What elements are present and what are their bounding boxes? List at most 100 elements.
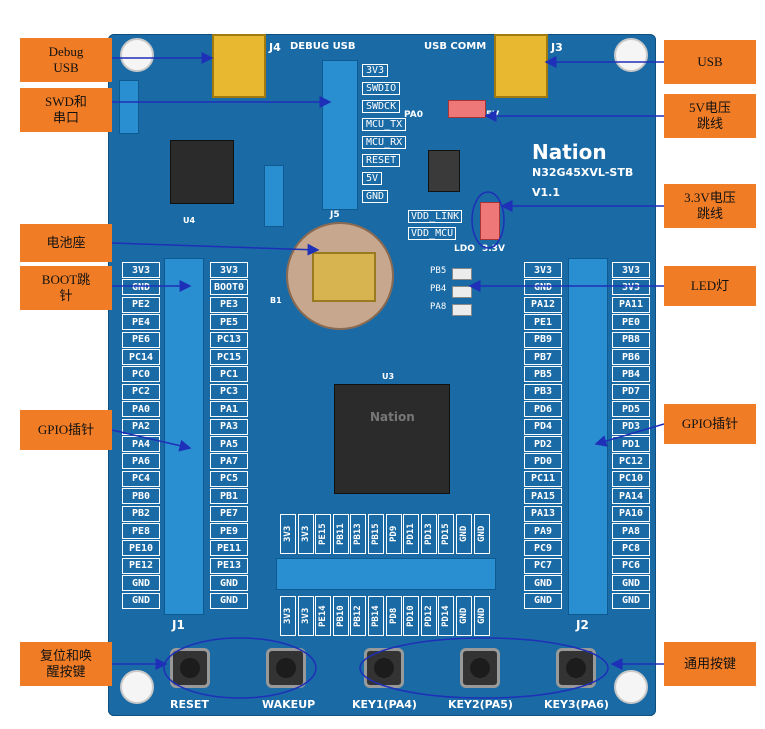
arrow-gpio-right	[594, 423, 665, 447]
pin-label: PB1	[210, 488, 248, 505]
pin-label: PE5	[210, 314, 248, 331]
pin-label: PD4	[524, 418, 562, 435]
arrow-battery	[111, 242, 320, 256]
callout-boot: BOOT跳 针	[20, 266, 112, 310]
usb-comm-connector	[494, 34, 548, 98]
mount-hole	[614, 38, 648, 72]
pin-label: PE12	[122, 557, 160, 574]
callout-battery: 电池座	[20, 224, 112, 262]
u4-label: U4	[183, 216, 196, 225]
reset-button[interactable]	[170, 648, 210, 688]
led-label: PB4	[430, 284, 447, 294]
pin-label: PB3	[524, 383, 562, 400]
wakeup-silk: WAKEUP	[262, 698, 316, 711]
pin-label: PB7	[524, 349, 562, 365]
key2-button[interactable]	[460, 648, 500, 688]
mount-hole	[120, 670, 154, 704]
swd-pin-label: 5V	[362, 172, 383, 185]
usb-comm-silk: USB COMM	[424, 41, 487, 52]
callout-led: LED灯	[664, 266, 756, 306]
pin-label: PB8	[612, 331, 650, 348]
brand-logo: Nation	[532, 140, 607, 164]
pin-label: PB5	[524, 366, 562, 383]
u3-label: U3	[382, 372, 395, 381]
pin-label: PA11	[612, 296, 650, 313]
pin-label: PA12	[524, 296, 562, 313]
callout-5v: 5V电压 跳线	[664, 94, 756, 138]
pin-label: PD1	[612, 436, 650, 452]
pin-label: PE11	[210, 540, 248, 557]
jumper-3v3[interactable]	[480, 202, 500, 240]
led-label: PB5	[430, 266, 447, 276]
ldo-regulator	[428, 150, 460, 192]
swd-pin-label: RESET	[362, 154, 401, 167]
mcu-logo: Nation	[370, 410, 415, 424]
v33-silk: 3.3V	[482, 244, 505, 254]
mount-hole	[614, 670, 648, 704]
pin-label: PA6	[122, 453, 160, 470]
pin-label: PB2	[122, 505, 160, 522]
pin-label: PE10	[122, 540, 160, 557]
pin-label: PC3	[210, 383, 248, 400]
wakeup-button[interactable]	[266, 648, 306, 688]
pin-label: PB9	[524, 331, 562, 348]
pin-label: PC11	[524, 470, 562, 487]
vdd-mcu-silk: VDD_MCU	[408, 227, 457, 240]
ldo-silk: LDO	[454, 244, 475, 254]
pin-label: PC15	[210, 349, 248, 365]
pin-label: 3V3	[210, 262, 248, 278]
pin-label: GND	[210, 592, 248, 609]
j4-label: J4	[269, 41, 281, 54]
pin-label: PC8	[612, 540, 650, 557]
ellipse-reset-wakeup	[163, 637, 317, 699]
callout-gpio-left: GPIO插针	[20, 410, 112, 450]
ellipse-keys	[359, 637, 609, 699]
reset-silk: RESET	[170, 698, 209, 711]
pin-label: PC0	[122, 366, 160, 383]
debug-mcu-chip	[170, 140, 234, 204]
pin-label: PD5	[612, 401, 650, 418]
left-gpio-header	[164, 258, 204, 615]
callout-usb: USB	[664, 40, 756, 84]
ellipse-3v3	[471, 191, 505, 249]
pin-label: PA0	[122, 401, 160, 418]
pin-label: PA14	[612, 488, 650, 505]
pin-label: PC9	[524, 540, 562, 557]
pin-label: PB0	[122, 488, 160, 505]
arrow-gpio-left	[111, 429, 192, 452]
swd-pin-label: 3V3	[362, 64, 389, 77]
pin-label: PD7	[612, 383, 650, 400]
pin-label: PA15	[524, 488, 562, 505]
pin-label: GND	[122, 575, 160, 592]
callout-keys: 通用按键	[664, 642, 756, 686]
led-label: PA8	[430, 302, 447, 312]
debug-usb-silk: DEBUG USB	[290, 41, 356, 52]
j10-header	[264, 165, 284, 227]
pa0-silk: PA0	[404, 110, 423, 120]
battery-clip	[312, 252, 376, 302]
pin-label: GND	[210, 575, 248, 592]
vdd-link-silk: VDD_LINK	[408, 210, 463, 223]
swd-pin-label: SWDCK	[362, 100, 401, 113]
pin-label: PA10	[612, 505, 650, 522]
swd-pin-label: SWDIO	[362, 82, 401, 95]
pin-label: PA13	[524, 505, 562, 522]
pin-label: PC12	[612, 453, 650, 470]
jumper-5v[interactable]	[448, 100, 486, 118]
pin-label: PC6	[612, 557, 650, 574]
main-mcu-chip	[334, 384, 450, 494]
b1-label: B1	[270, 296, 282, 305]
pin-label: PE8	[122, 523, 160, 539]
key3-button[interactable]	[556, 648, 596, 688]
pin-label: GND	[122, 592, 160, 609]
pin-label: PE0	[612, 314, 650, 331]
pin-label: PD2	[524, 436, 562, 452]
key1-button[interactable]	[364, 648, 404, 688]
key1-silk: KEY1(PA4)	[352, 698, 417, 711]
swd-pin-label: MCU_RX	[362, 136, 407, 149]
pin-label: PA5	[210, 436, 248, 452]
pin-label: PC1	[210, 366, 248, 383]
pin-label: 3V3	[122, 262, 160, 278]
